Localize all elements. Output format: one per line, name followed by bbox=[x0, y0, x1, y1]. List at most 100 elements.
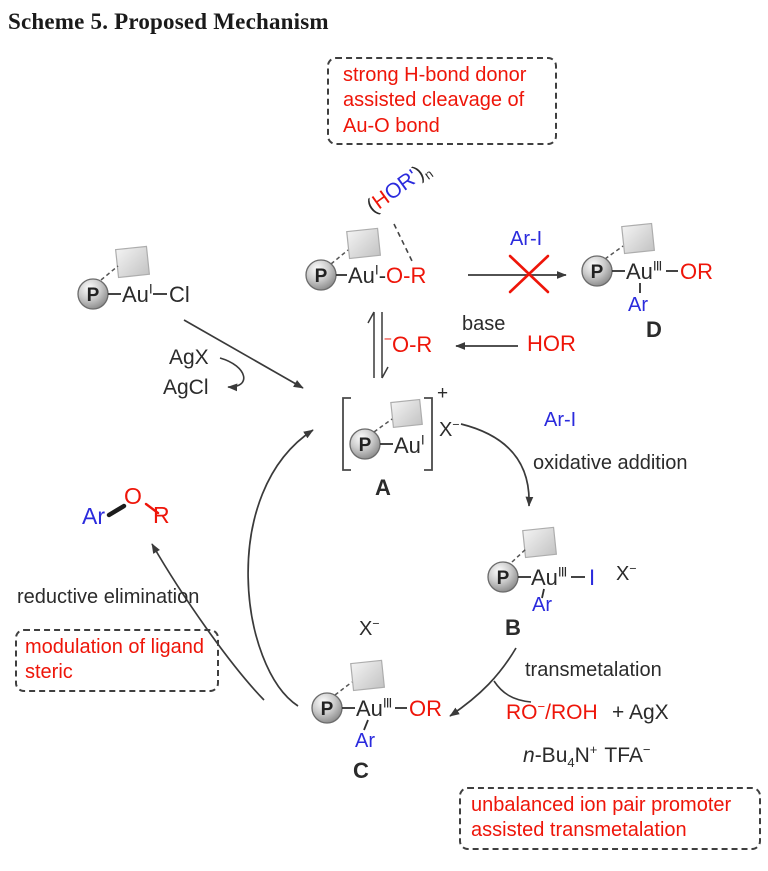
au-symbol: Au bbox=[531, 565, 558, 590]
cycle-arc-a-to-b bbox=[460, 423, 534, 507]
plus-agx-label: + AgX bbox=[612, 701, 669, 724]
p-atom-label: P bbox=[314, 266, 328, 287]
bracket-right bbox=[424, 397, 433, 471]
b-au-label: AuIII bbox=[531, 564, 567, 590]
ligand-dashed-bond bbox=[100, 265, 119, 281]
steric-note-line1: modulation of ligand bbox=[25, 636, 205, 658]
steric-note-line2: steric bbox=[25, 661, 73, 684]
equilibrium-down-harpoon bbox=[381, 312, 389, 379]
ligand-square bbox=[522, 526, 558, 559]
ligand-square bbox=[621, 222, 656, 255]
au-oxidation-state: III bbox=[382, 695, 392, 711]
ro-roh-label: RO−/ROH bbox=[506, 699, 598, 724]
precat-au-label: AuI bbox=[122, 282, 153, 307]
tfa-charge: − bbox=[642, 742, 651, 757]
roh-text: /ROH bbox=[545, 701, 598, 724]
ro-text: RO bbox=[506, 701, 538, 724]
c-or-label: OR bbox=[409, 696, 442, 721]
alkoxide-anion-label: −O-R bbox=[384, 332, 433, 357]
ligand-dashed-bond bbox=[604, 245, 624, 260]
species-b-letter: B bbox=[505, 615, 521, 640]
n-italic: n bbox=[523, 744, 535, 767]
complex-precatalyst bbox=[77, 245, 167, 310]
activation-arrow bbox=[183, 319, 304, 389]
p-atom-label: P bbox=[590, 262, 604, 283]
d-au-label: AuIII bbox=[626, 258, 662, 284]
alkoxide-text: O-R bbox=[391, 332, 433, 357]
c-ar-label: Ar bbox=[355, 730, 375, 752]
bracket-left bbox=[342, 397, 351, 471]
hbond-note-line2: assisted cleavage of bbox=[343, 89, 525, 112]
base-label: base bbox=[462, 313, 506, 335]
complex-c bbox=[311, 659, 407, 731]
agcl-label: AgCl bbox=[163, 376, 209, 399]
au-symbol: Au bbox=[626, 259, 653, 284]
p-atom-label: P bbox=[358, 435, 372, 456]
complex-d bbox=[581, 222, 678, 293]
x-charge: − bbox=[452, 417, 460, 432]
d-ar-label: Ar bbox=[628, 294, 648, 316]
au-symbol: Au bbox=[348, 263, 375, 288]
ligand-square bbox=[390, 398, 423, 429]
p-atom-label: P bbox=[86, 285, 100, 306]
c-au-label: AuIII bbox=[356, 695, 392, 721]
au-ar-bond bbox=[541, 588, 545, 599]
p-atom-label: P bbox=[320, 699, 334, 720]
x-symbol: X bbox=[439, 419, 453, 441]
agx-agcl-arrow bbox=[219, 357, 245, 392]
x-charge: − bbox=[372, 616, 380, 631]
ligand-dashed-bond bbox=[334, 681, 353, 696]
ligand-dashed-bond bbox=[330, 249, 349, 265]
complex-b bbox=[487, 526, 585, 599]
tfa-text: TFA bbox=[604, 744, 643, 767]
ligand-square bbox=[346, 227, 382, 260]
ion-pair-label: n-Bu4N+TFA− bbox=[523, 742, 651, 771]
red-cross-stroke-2 bbox=[508, 254, 550, 294]
species-c-letter: C bbox=[353, 758, 369, 783]
a-counterion-label: X− bbox=[439, 417, 460, 441]
au-symbol: Au bbox=[356, 696, 383, 721]
n-symbol: N bbox=[574, 744, 590, 767]
cycle-arc-b-to-c bbox=[449, 647, 517, 717]
roh-feed-curve bbox=[493, 680, 532, 703]
x-charge: − bbox=[629, 561, 637, 576]
ammonium-charge: + bbox=[589, 742, 598, 757]
h-bond-dashed-line bbox=[393, 223, 413, 262]
equilibrium-arrows bbox=[367, 311, 389, 379]
b-counterion-label: X− bbox=[616, 561, 637, 585]
hor-label: HOR bbox=[527, 331, 576, 356]
equilibrium-up-harpoon bbox=[367, 311, 375, 378]
cation-formula: AuI-O-R bbox=[348, 262, 426, 288]
precat-cl-label: Cl bbox=[169, 282, 190, 307]
au-oxidation-state: III bbox=[557, 564, 567, 580]
ro-charge: − bbox=[537, 699, 546, 714]
a-au-label: AuI bbox=[394, 433, 425, 457]
product-o-r-bond bbox=[144, 502, 160, 515]
au-oxidation-state: I bbox=[374, 262, 379, 278]
product-ar-o-bond bbox=[106, 503, 127, 518]
ionpair-note-line2: assisted transmetalation bbox=[471, 819, 687, 842]
au-ar-bond bbox=[363, 719, 369, 731]
agx-label: AgX bbox=[169, 346, 209, 369]
steric-note-box: modulation of ligand steric bbox=[15, 629, 219, 692]
hbond-note-box: strong H-bond donor assisted cleavage of… bbox=[327, 57, 557, 146]
species-a-letter: A bbox=[375, 475, 391, 500]
x-symbol: X bbox=[359, 618, 373, 640]
a-cation-charge: + bbox=[437, 383, 449, 404]
au-o-dash: - bbox=[378, 263, 387, 288]
c-counterion-label: X− bbox=[359, 616, 380, 640]
aryl-iodide-top-label: Ar-I bbox=[510, 228, 543, 250]
ligand-square bbox=[350, 659, 386, 692]
ligand-dashed-bond bbox=[373, 418, 393, 433]
p-atom-label: P bbox=[496, 568, 510, 589]
au-symbol: Au bbox=[122, 282, 149, 307]
complex-cation-or bbox=[305, 223, 413, 291]
b-ar-label: Ar bbox=[532, 594, 552, 616]
x-symbol: X bbox=[616, 563, 630, 585]
hbond-note-line1: strong H-bond donor bbox=[343, 64, 527, 86]
au-oxidation-state: III bbox=[652, 258, 662, 274]
ionpair-note-line1: unbalanced ion pair promoter bbox=[471, 794, 732, 816]
product-ar-label: Ar bbox=[82, 503, 105, 529]
bu-subscript: 4 bbox=[567, 755, 575, 771]
